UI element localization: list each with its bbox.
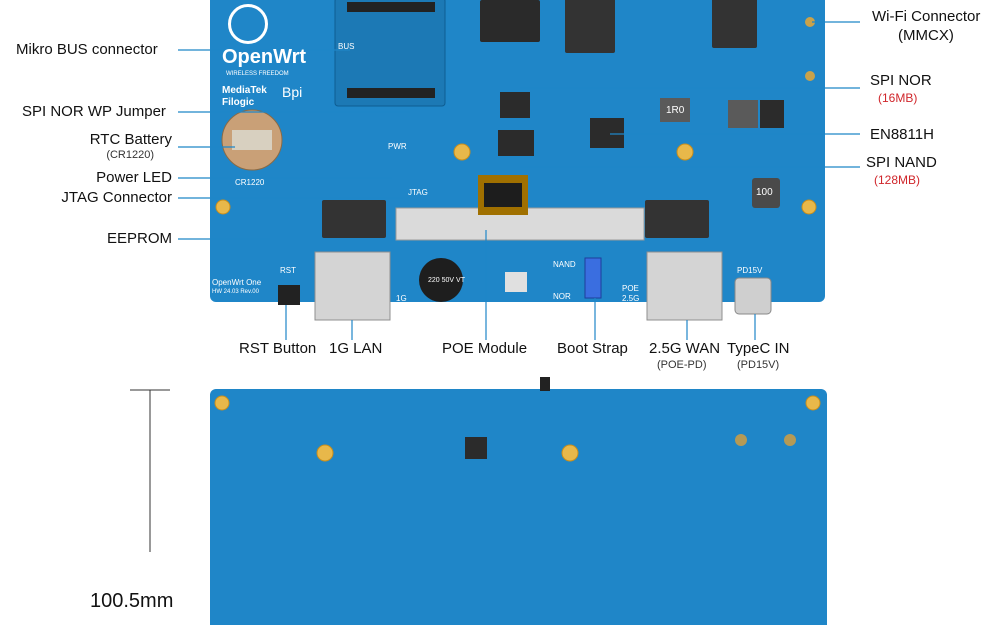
board-rev-text: HW 24.03 Rev.00 [212,289,259,295]
bus-text: BUS [338,42,355,51]
label-spi-nor: SPI NOR [870,72,932,89]
poe-text: POE [622,284,639,293]
brand-tagline: WIRELESS FREEDOM [226,71,289,77]
dimension-label: 100.5mm [90,590,174,612]
label-spi-nand: SPI NAND [866,154,937,171]
label-boot-strap: Boot Strap [557,340,628,357]
brand-openwrt: OpenWrt [222,46,307,68]
label-rtc-sub: (CR1220) [106,149,154,161]
label-spi-nand-sub: (128MB) [874,173,921,187]
openwrt-logo [228,4,268,44]
label-spi-nor-sub: (16MB) [878,91,918,105]
rst-text: RST [280,266,296,275]
label-typec-in: TypeC IN [727,340,790,357]
label-poe-module: POE Module [442,340,528,357]
label-typec-sub: (PD15V) [737,359,780,371]
board-name-text: OpenWrt One [212,278,262,287]
pd-text: PD15V [737,266,763,275]
label-25g-wan-sub: (POE-PD) [657,359,707,371]
label-jtag: JTAG Connector [61,189,172,206]
nor-text: NOR [553,292,571,301]
mediatek-text: MediaTek [222,85,267,96]
bpi-text: Bpi [282,84,303,100]
label-rtc-battery: RTC Battery [89,131,172,148]
label-power-led: Power LED [96,169,172,186]
chip-flash [480,0,540,42]
lan-text: 1G [396,294,407,303]
jtag-text: JTAG [408,188,428,197]
label-eeprom: EEPROM [106,230,172,247]
label-spi-nor-wp: SPI NOR WP Jumper [22,103,166,120]
rtc-text: CR1220 [235,178,265,187]
pwr-text: PWR [388,142,407,151]
label-wifi-connector: Wi-Fi Connector [872,8,981,25]
board-bottom [210,389,827,625]
inductor1-text: 1R0 [666,105,685,116]
label-1g-lan: 1G LAN [329,340,383,357]
capacitor-text: 220 50V VT [428,277,465,284]
inductor2-text: 100 [756,187,773,198]
label-rst-button: RST Button [239,340,317,357]
filogic-text: Filogic [222,97,255,108]
label-mikrobus: Mikro BUS connector [16,41,158,58]
label-wifi-sub: (MMCX) [898,27,954,44]
wan-text: 2.5G [622,294,640,303]
nand-text: NAND [553,260,576,269]
label-25g-wan: 2.5G WAN [649,340,721,357]
label-en8811h: EN8811H [870,126,934,143]
